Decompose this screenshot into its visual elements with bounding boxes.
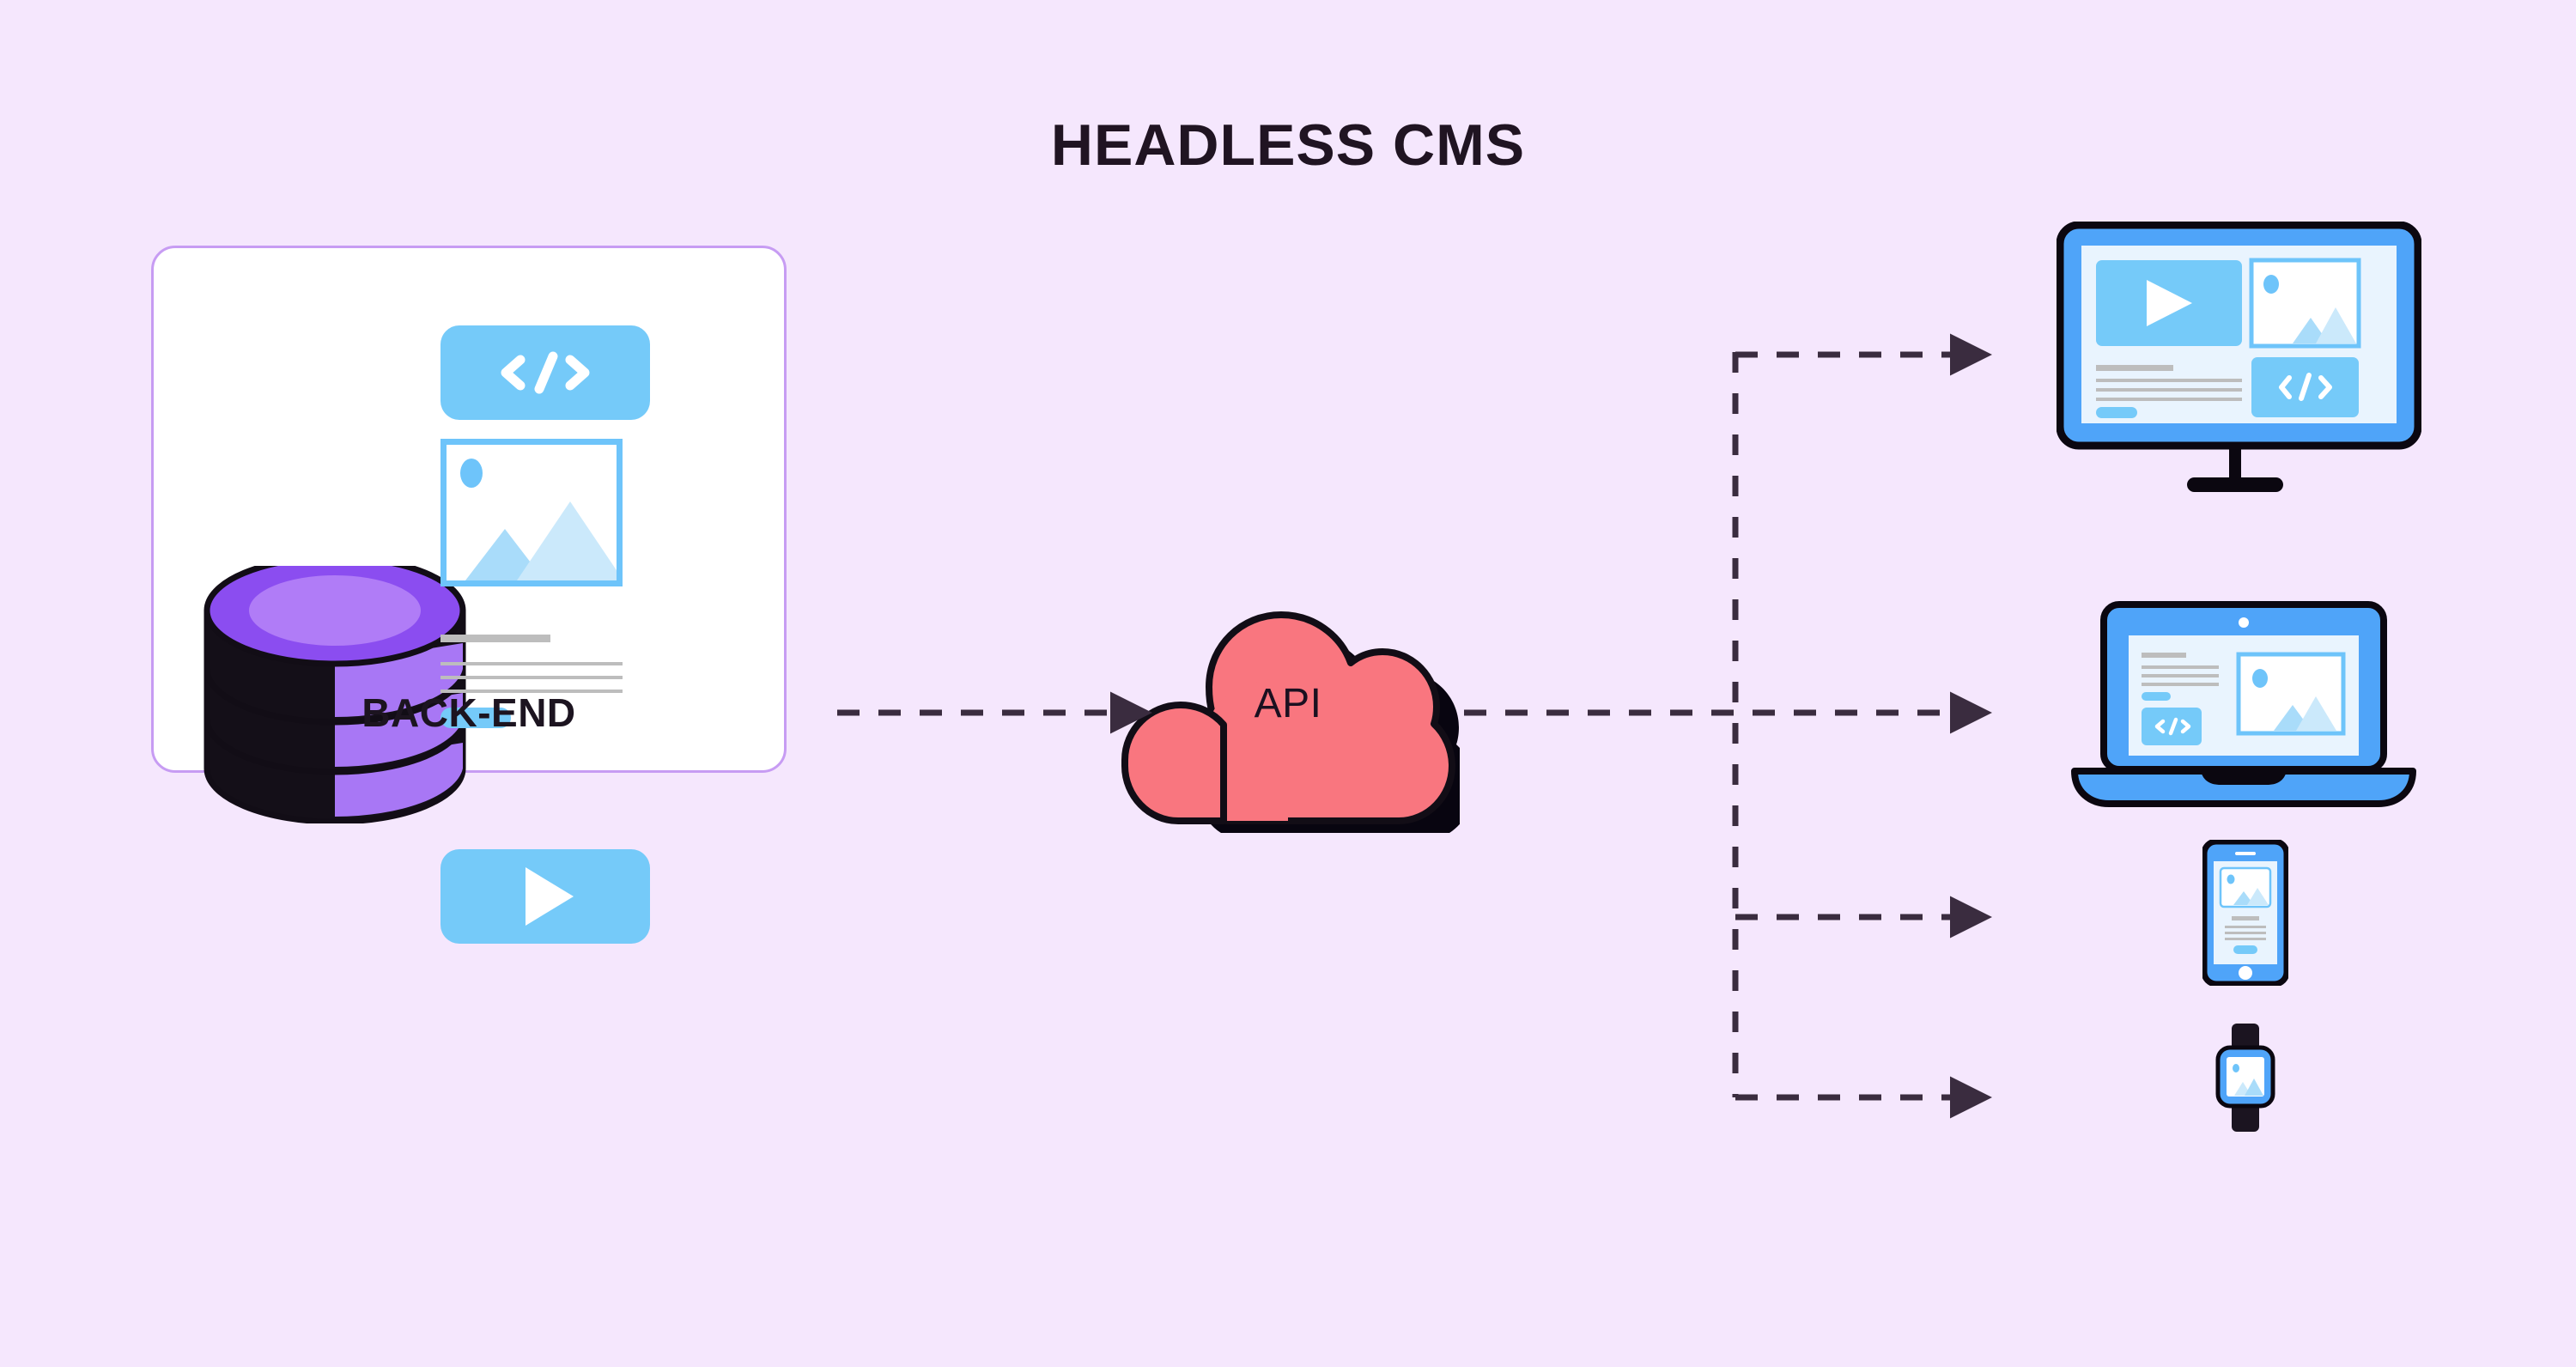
backend-label: BACK-END <box>361 690 576 735</box>
smartwatch-icon[interactable] <box>2215 1022 2275 1133</box>
code-icon <box>440 325 650 420</box>
text-line-heading <box>440 635 550 642</box>
laptop-icon[interactable] <box>2068 601 2420 807</box>
pill-button-icon <box>440 708 511 728</box>
text-line <box>440 676 623 679</box>
cloud-icon <box>1121 611 1474 841</box>
play-icon <box>440 849 650 944</box>
image-icon <box>440 439 623 586</box>
backend-card: BACK-END <box>151 246 787 944</box>
text-line <box>440 662 623 665</box>
play-triangle <box>526 867 574 926</box>
desktop-monitor-icon[interactable] <box>2057 222 2421 505</box>
database-cylinder-icon <box>204 566 466 823</box>
text-line <box>440 690 623 693</box>
smartphone-icon[interactable] <box>2202 840 2288 986</box>
page-title: HEADLESS CMS <box>1050 112 1526 178</box>
